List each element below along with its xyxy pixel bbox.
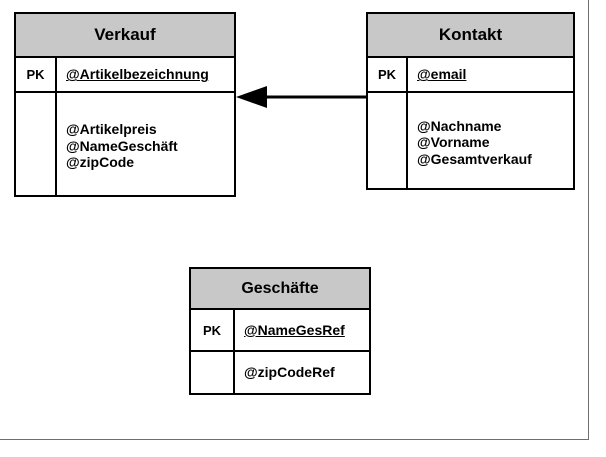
- entity-kontakt-attribute-row: @Nachname @Vorname @Gesamtverkauf: [368, 93, 573, 188]
- attribute-artikelbezeichnung: @Artikelbezeichnung: [66, 66, 209, 83]
- entity-kontakt-attributes: @Nachname @Vorname @Gesamtverkauf: [408, 93, 573, 188]
- entity-geschaefte-title: Geschäfte: [191, 269, 369, 310]
- entity-verkauf-pk-label: PK: [16, 58, 57, 91]
- entity-geschaefte[interactable]: Geschäfte PK @NameGesRef @zipCodeRef: [189, 267, 371, 395]
- attribute-zipcode: @zipCode: [66, 154, 135, 171]
- entity-kontakt-title: Kontakt: [368, 14, 573, 58]
- attribute-namegeschaeft: @NameGeschäft: [66, 137, 178, 154]
- attribute-namegesref: @NameGesRef: [244, 321, 345, 338]
- entity-verkauf-pk-attributes: @Artikelbezeichnung: [57, 58, 234, 91]
- attribute-artikelpreis: @Artikelpreis: [66, 121, 157, 138]
- entity-geschaefte-pk-label: PK: [191, 310, 235, 350]
- attribute-gesamtverkauf: @Gesamtverkauf: [417, 150, 532, 167]
- entity-verkauf-attribute-row: @Artikelpreis @NameGeschäft @zipCode: [16, 93, 234, 195]
- page-border-right: [588, 0, 589, 440]
- entity-kontakt-pk-label: PK: [368, 58, 408, 91]
- entity-geschaefte-attribute-row: @zipCodeRef: [191, 352, 369, 393]
- attribute-nachname: @Nachname: [417, 117, 502, 134]
- page-border-bottom: [0, 439, 589, 440]
- attribute-email: @email: [417, 66, 467, 83]
- entity-verkauf-title: Verkauf: [16, 14, 234, 58]
- entity-geschaefte-pk-row: PK @NameGesRef: [191, 310, 369, 352]
- entity-verkauf-attr-key-spacer: [16, 93, 57, 195]
- entity-kontakt-attr-key-spacer: [368, 93, 408, 188]
- entity-geschaefte-pk-attributes: @NameGesRef: [235, 310, 369, 350]
- arrowhead-icon: [236, 86, 267, 108]
- entity-kontakt-pk-attributes: @email: [408, 58, 573, 91]
- entity-kontakt-pk-row: PK @email: [368, 58, 573, 93]
- entity-geschaefte-attr-key-spacer: [191, 352, 235, 393]
- entity-verkauf[interactable]: Verkauf PK @Artikelbezeichnung @Artikelp…: [14, 12, 236, 197]
- attribute-vorname: @Vorname: [417, 134, 490, 151]
- entity-kontakt[interactable]: Kontakt PK @email @Nachname @Vorname @Ge…: [366, 12, 575, 190]
- entity-verkauf-pk-row: PK @Artikelbezeichnung: [16, 58, 234, 93]
- attribute-zipcoderef: @zipCodeRef: [244, 364, 335, 381]
- relationship-arrow-kontakt-to-verkauf[interactable]: [236, 86, 366, 108]
- entity-geschaefte-attributes: @zipCodeRef: [235, 352, 369, 393]
- entity-verkauf-attributes: @Artikelpreis @NameGeschäft @zipCode: [57, 93, 234, 195]
